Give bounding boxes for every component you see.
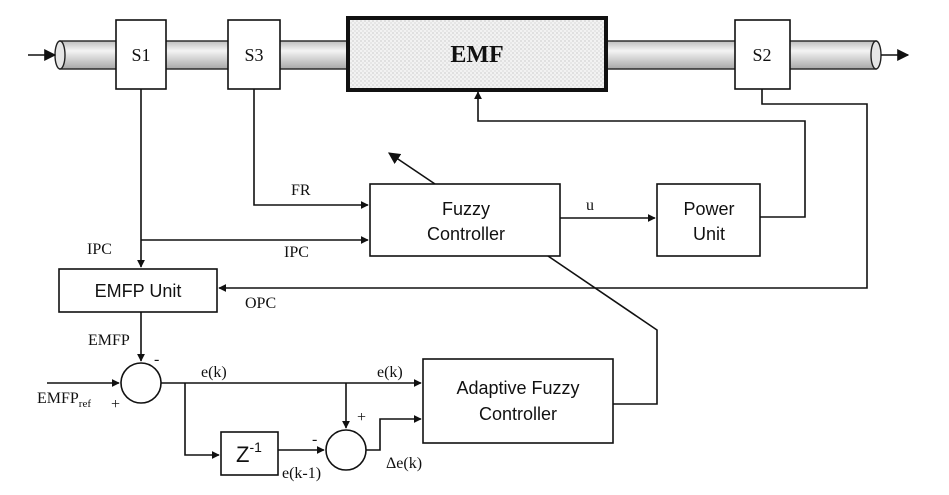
adaptive-fuzzy-label-1: Adaptive Fuzzy [456,378,579,398]
sensor-s3: S3 [227,19,281,90]
fr-label: FR [291,182,311,199]
summing-junction-1 [120,362,162,404]
emf-block: EMF [346,16,608,92]
signal-lines [47,89,868,459]
sensor-s2-label: S2 [752,45,771,65]
emf-label: EMF [450,42,503,68]
fuzzy-controller-label-2: Controller [427,224,505,244]
delay-block: Z-1 [220,431,279,476]
sensor-s3-label: S3 [244,45,263,65]
sensor-s1: S1 [115,19,167,90]
adaptive-fuzzy-label-2: Controller [479,404,557,424]
sum2-minus-sign: - [312,431,317,448]
delay-label: Z-1 [236,439,262,467]
power-unit-label-2: Unit [693,224,725,244]
sensor-s2: S2 [734,19,791,90]
power-unit-block: Power Unit [656,183,761,257]
opc-label: OPC [245,295,276,312]
sum1-minus-sign: - [154,351,159,368]
delta-ek-label: Δe(k) [386,455,422,472]
power-unit-label-1: Power [683,199,734,219]
emfp-label: EMFP [88,332,130,349]
ek-second-label: e(k) [377,364,403,381]
sensor-s1-label: S1 [131,45,150,65]
summing-junction-2 [325,429,367,471]
emfp-unit-label: EMFP Unit [95,281,182,301]
sum1-plus-sign: + [111,396,120,413]
fuzzy-controller-label-1: Fuzzy [442,199,490,219]
ek-first-label: e(k) [201,364,227,381]
sum2-plus-sign: + [357,409,366,426]
ipc-mid-label: IPC [284,244,309,261]
u-label: u [586,197,594,214]
emfp-unit-block: EMFP Unit [58,268,218,313]
adaptive-fuzzy-controller-block: Adaptive Fuzzy Controller [422,358,614,444]
ipc-left-label: IPC [87,241,112,258]
ek-minus1-label: e(k-1) [282,465,321,482]
emfp-ref-label: EMFPref [37,390,91,410]
fuzzy-controller-block: Fuzzy Controller [369,183,561,257]
